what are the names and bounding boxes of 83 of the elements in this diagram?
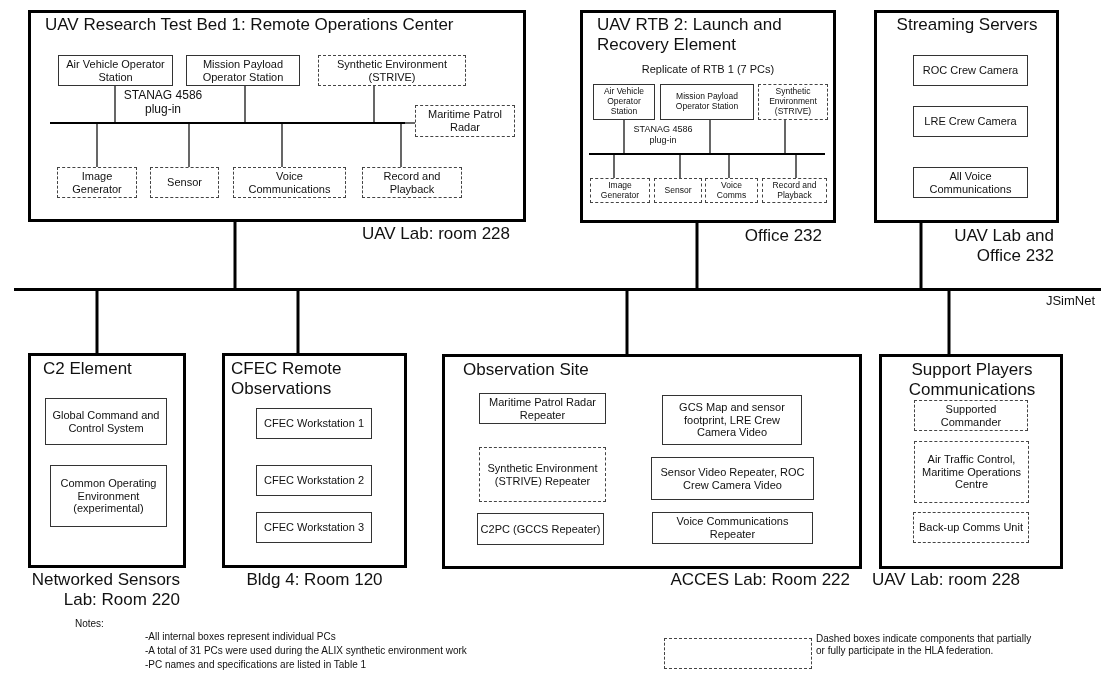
location-frame — [879, 354, 1063, 569]
network-name: JSimNet — [1044, 293, 1095, 309]
group-title: Observation Site — [463, 360, 590, 381]
dashed-pc-box: Image Generator — [57, 167, 137, 198]
network-link — [95, 291, 99, 353]
group-title: Streaming Servers — [895, 15, 1039, 36]
dashed-pc-box: Record and Playback — [362, 167, 462, 198]
pc-box: Global Command and Control System — [45, 398, 167, 445]
room-label: Networked Sensors Lab: Room 220 — [30, 570, 180, 611]
network-link — [919, 223, 923, 288]
pc-box: LRE Crew Camera — [913, 106, 1028, 137]
room-label: Bldg 4: Room 120 — [245, 570, 384, 591]
pc-box: Common Operating Environment (experimental) — [50, 465, 167, 527]
room-label: ACCES Lab: Room 222 — [669, 570, 850, 591]
dashed-pc-box: Synthetic Environment (STRIVE) Repeater — [479, 447, 606, 502]
group-subtitle: Replicate of RTB 1 (7 PCs) — [640, 63, 776, 76]
dashed-pc-box: Sensor — [654, 178, 702, 203]
pc-box: GCS Map and sensor footprint, LRE Crew Camera Video — [662, 395, 802, 445]
pc-box: ROC Crew Camera — [913, 55, 1028, 86]
network-link — [695, 223, 699, 288]
connector-line — [281, 123, 283, 168]
room-label: Office 232 — [743, 226, 822, 247]
legend-text: Dashed boxes indicate components that partially or fully participate in the HLA federation. — [816, 633, 1033, 657]
connector-line — [728, 154, 730, 179]
pc-box: Voice Communications Repeater — [652, 512, 813, 544]
dashed-pc-box: Synthetic Environment (STRIVE) — [318, 55, 466, 86]
connector-line — [613, 154, 615, 179]
network-bus-line — [589, 153, 825, 155]
pc-box: Air Vehicle Operator Station — [58, 55, 173, 86]
pc-box: Mission Payload Operator Station — [660, 84, 754, 120]
notes-heading: Notes: — [75, 618, 105, 630]
pc-box: CFEC Workstation 1 — [256, 408, 372, 439]
dashed-pc-box: Record and Playback — [762, 178, 827, 203]
network-bus-line — [50, 122, 405, 124]
location-frame — [28, 353, 186, 568]
room-label: UAV Lab: room 228 — [872, 570, 1022, 591]
group-title: C2 Element — [43, 359, 133, 380]
location-frame — [874, 10, 1059, 223]
note-text: -All internal boxes represent individual PCs — [145, 631, 337, 643]
dashed-pc-box: Back-up Comms Unit — [913, 512, 1029, 543]
dashed-pc-box: Sensor — [150, 167, 219, 198]
connector-line — [373, 85, 375, 123]
connector-line — [188, 123, 190, 168]
note-text: -A total of 31 PCs were used during the ALIX synthetic environment work — [145, 645, 468, 657]
dashed-pc-box: Voice Communications — [233, 167, 346, 198]
pc-box: All Voice Communications — [913, 167, 1028, 198]
group-title: UAV RTB 2: Launch and Recovery Element — [597, 15, 783, 56]
pc-box: Mission Payload Operator Station — [186, 55, 300, 86]
connector-line — [244, 85, 246, 123]
group-title: Support Players Communications — [907, 360, 1037, 401]
room-label: UAV Lab and Office 232 — [953, 226, 1054, 267]
pc-box: Air Vehicle Operator Station — [593, 84, 655, 120]
group-title: CFEC Remote Observations — [231, 359, 343, 400]
location-frame — [442, 354, 862, 569]
dashed-pc-box: Air Traffic Control, Maritime Operations Centre — [914, 441, 1029, 503]
pc-box: Maritime Patrol Radar Repeater — [479, 393, 606, 424]
pc-box: Sensor Video Repeater, ROC Crew Camera Video — [651, 457, 814, 500]
connector-line — [400, 123, 402, 168]
pc-box: CFEC Workstation 2 — [256, 465, 372, 496]
note-text: -PC names and specifications are listed in Table 1 — [145, 659, 368, 671]
connector-line — [679, 154, 681, 179]
network-link — [947, 291, 951, 354]
connector-line — [784, 119, 786, 154]
network-link — [296, 291, 300, 353]
group-title: UAV Research Test Bed 1: Remote Operations Center — [45, 15, 455, 36]
location-frame — [222, 353, 407, 568]
dashed-pc-box: Synthetic Environment (STRIVE) — [758, 84, 828, 120]
network-link — [625, 291, 629, 354]
connector-line — [623, 119, 625, 154]
network-bus-line — [14, 288, 1101, 291]
pc-box: C2PC (GCCS Repeater) — [477, 513, 604, 545]
connector-line — [709, 119, 711, 154]
connector-line — [404, 122, 416, 124]
connector-line — [114, 85, 116, 123]
connector-line — [795, 154, 797, 179]
dashed-pc-box: Voice Comms — [705, 178, 758, 203]
dashed-pc-box: Supported Commander — [914, 400, 1028, 431]
network-link — [233, 222, 237, 288]
dashed-pc-box: Maritime Patrol Radar — [415, 105, 515, 137]
room-label: UAV Lab: room 228 — [360, 224, 510, 245]
pc-box: CFEC Workstation 3 — [256, 512, 372, 543]
connector-line — [96, 123, 98, 168]
dashed-pc-box: Image Generator — [590, 178, 650, 203]
